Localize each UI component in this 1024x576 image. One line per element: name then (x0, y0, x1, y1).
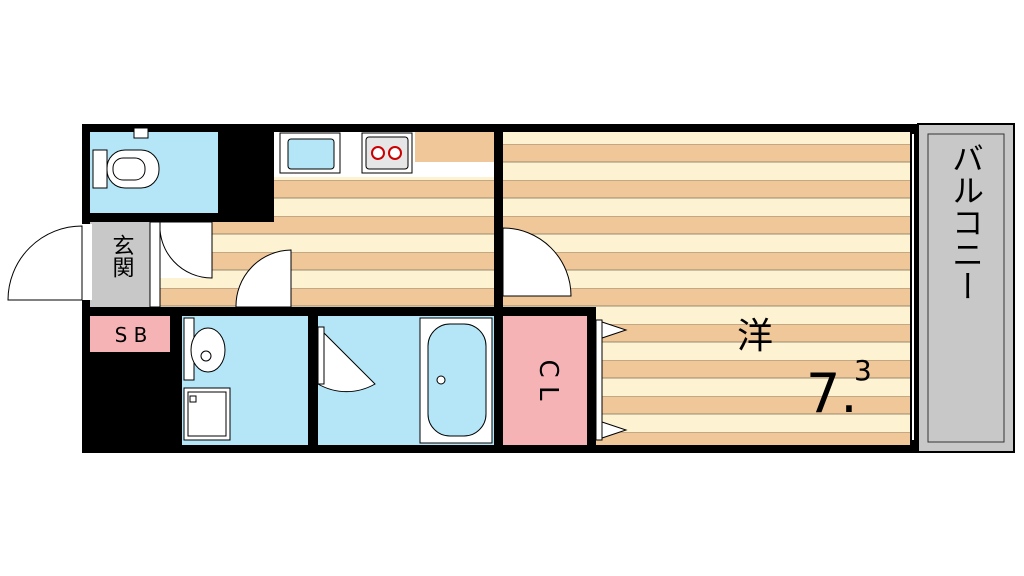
entrance-door-gap (80, 224, 92, 300)
wall-toilet-right (218, 132, 274, 222)
closet-area (503, 316, 587, 445)
stove-icon (361, 132, 413, 174)
door-swing-icon (235, 249, 292, 308)
door-swing-icon (317, 325, 376, 393)
kitchen-counter-end (415, 132, 494, 162)
western-room-floor-lower (596, 316, 910, 445)
balcony-inner (927, 133, 1005, 443)
entrance-step-icon (149, 221, 161, 308)
wall-sb-bottom (90, 352, 182, 445)
washbasin-icon (183, 317, 226, 381)
entrance-floor (90, 222, 150, 307)
wall-closet-right (587, 316, 596, 445)
washing-machine-pan-icon (183, 387, 231, 441)
balcony-label: バルコニー (947, 142, 985, 302)
shoe-box-area (90, 316, 170, 352)
closet-door-icon (595, 319, 628, 441)
room-size-main: 7. (806, 362, 858, 425)
kitchen-sink-icon (279, 132, 341, 174)
wall-mid-horizontal (170, 307, 596, 316)
door-swing-icon (7, 225, 83, 301)
room-size-sub: 3 (854, 354, 872, 387)
entrance-label: 玄関 (109, 234, 134, 278)
western-room-label: 洋 (737, 316, 773, 357)
door-swing-icon (502, 227, 572, 297)
wall-toilet-bottom (90, 213, 218, 222)
toilet-icon (92, 127, 160, 189)
bathtub-icon (419, 317, 493, 444)
closet-label: C L (533, 360, 563, 401)
door-swing-icon (159, 221, 213, 279)
shoe-box-label: S B (115, 323, 148, 347)
wall-wash-bath (308, 316, 318, 445)
hallway-floor-lower (160, 222, 494, 307)
wall-hall-room (494, 132, 503, 445)
